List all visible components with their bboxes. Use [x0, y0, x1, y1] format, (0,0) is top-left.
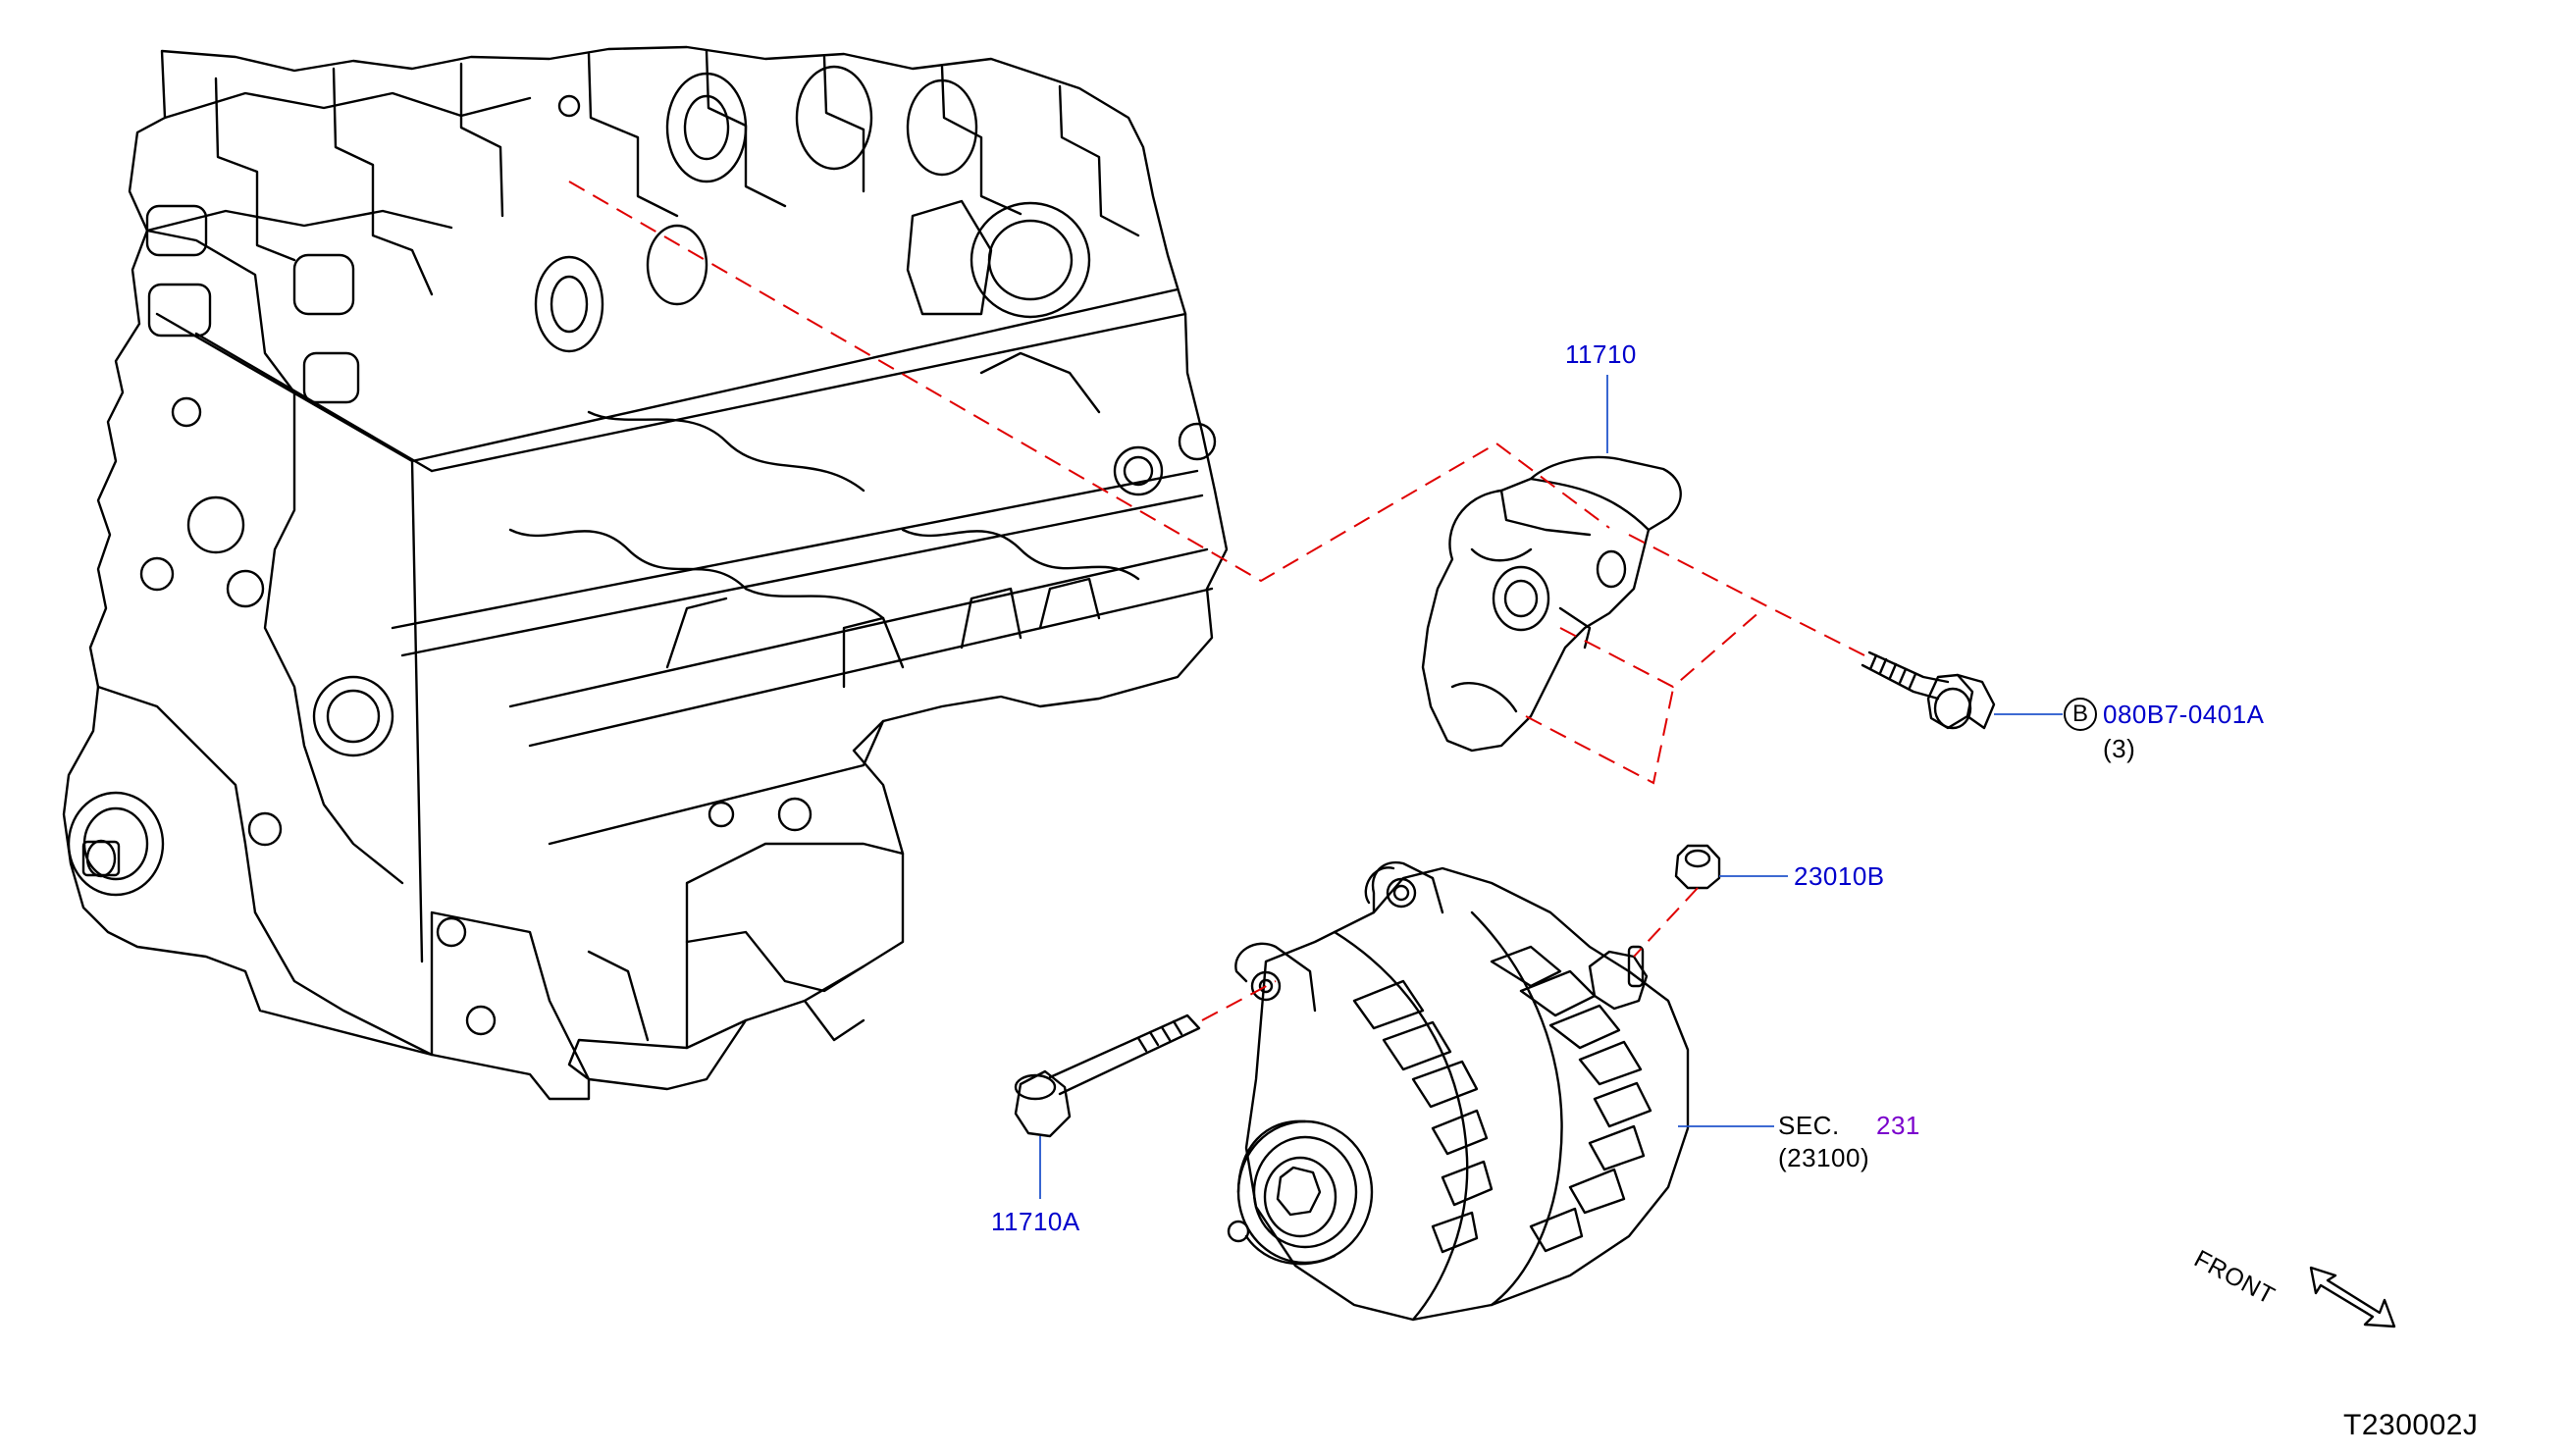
assembly-lines [568, 181, 1865, 1021]
nut [1674, 844, 1721, 890]
leader-lines [1039, 375, 2063, 1199]
engine-block [62, 45, 1229, 1101]
alternator-bracket [1421, 455, 1682, 753]
front-arrow-icon [2309, 1266, 2396, 1328]
bolt-code-circle: B [2064, 698, 2097, 731]
callout-nut[interactable]: 23010B [1794, 861, 1885, 891]
alternator-part-number: (23100) [1778, 1143, 1870, 1172]
bracket-bolt [1861, 650, 1996, 730]
section-link[interactable]: 231 [1876, 1111, 1920, 1140]
callout-bracket[interactable]: 11710 [1565, 339, 1637, 369]
callout-bracket-bolt[interactable]: 080B7-0401A [2103, 700, 2265, 729]
section-prefix: SEC. [1778, 1111, 1840, 1140]
alternator [1227, 860, 1690, 1322]
callout-long-bolt[interactable]: 11710A [991, 1207, 1080, 1236]
bracket-bolt-quantity: (3) [2103, 734, 2136, 763]
diagram-id: T230002J [2343, 1409, 2479, 1441]
long-bolt [1014, 1014, 1201, 1138]
